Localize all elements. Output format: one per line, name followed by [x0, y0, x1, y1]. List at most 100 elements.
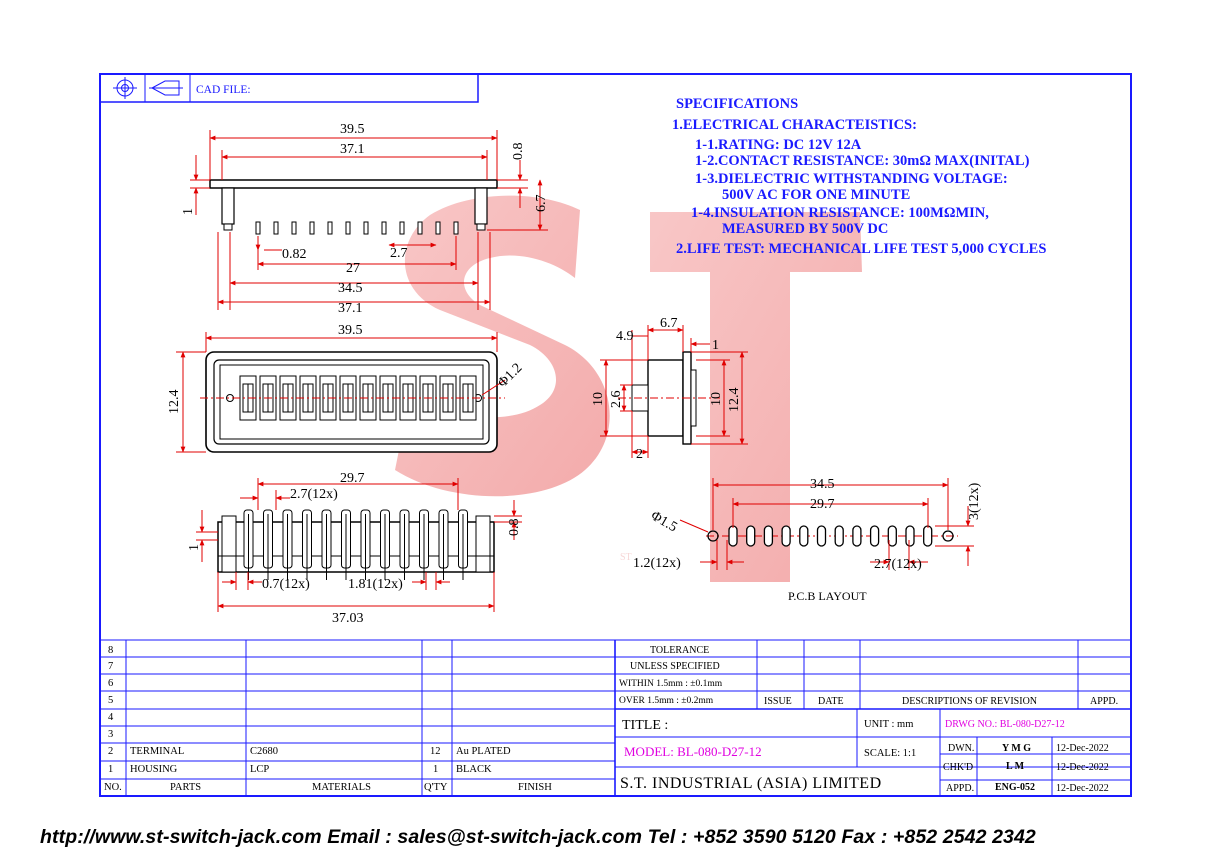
revision-text: TOLERANCE UNLESS SPECIFIED WITHIN 1.5mm … — [619, 645, 1118, 794]
dim-section-edge: 1 — [187, 544, 202, 551]
dim-pcb-post-dia: Φ1.5 — [648, 508, 680, 535]
company-name: S.T. INDUSTRIAL (ASIA) LIMITED — [620, 775, 882, 792]
pcb-slot — [799, 525, 809, 547]
dim-pcb-pin-span: 29.7 — [810, 497, 835, 512]
spec-line-8: 2.LIFE TEST: MECHANICAL LIFE TEST 5,000 … — [676, 241, 1046, 257]
unit-label: UNIT : mm — [864, 719, 913, 730]
dim-side-depth: 4.9 — [616, 329, 634, 344]
pcb-slot — [905, 525, 915, 547]
row-no-1: 1 — [108, 764, 113, 775]
spec-line-5: 500V AC FOR ONE MINUTE — [722, 187, 910, 203]
signoff-chk-name: L M — [1006, 761, 1025, 772]
signoff-dwn-date: 12-Dec-2022 — [1056, 743, 1109, 754]
pcb-slot — [816, 525, 827, 547]
dim-contact-span: 29.7 — [340, 471, 365, 486]
pin — [255, 221, 261, 235]
front-view: 39.5 12.4 Φ1.2 — [167, 323, 525, 453]
pcb-slot — [763, 525, 774, 547]
scale-label: SCALE: 1:1 — [864, 748, 916, 759]
header-parts: PARTS — [170, 782, 201, 793]
pin — [273, 221, 279, 235]
dim-side-plug: 2.6 — [609, 391, 624, 409]
pin — [291, 221, 297, 235]
pin — [381, 221, 387, 235]
row-no-8: 8 — [108, 645, 113, 656]
pin — [309, 221, 315, 235]
pcb-slot — [852, 525, 862, 547]
signoff-chk-date: 12-Dec-2022 — [1056, 762, 1109, 773]
signoff-appd-role: APPD. — [946, 783, 974, 794]
material-housing: LCP — [250, 764, 269, 775]
parts-list — [100, 639, 1131, 796]
pcb-slot — [887, 525, 897, 547]
side-view: 4.9 6.7 1 10 2.6 10 12.4 2 — [591, 316, 748, 462]
tolerance-sub: UNLESS SPECIFIED — [630, 661, 720, 672]
parts-list-text: 8 7 6 5 4 3 2 1 TERMINAL C2680 12 Au PLA… — [104, 645, 552, 793]
dim-side-flange: 1 — [712, 338, 719, 353]
dim-top-inner: 37.1 — [340, 142, 365, 157]
dim-top-height: 6.7 — [534, 195, 549, 213]
dim-top-flange: 0.8 — [511, 143, 526, 161]
dim-top-edge: 1 — [181, 208, 196, 215]
tolerance-over: OVER 1.5mm : ±0.2mm — [619, 696, 714, 706]
pin — [435, 221, 441, 235]
cad-file-label: CAD FILE: — [196, 84, 251, 96]
pcb-slot — [834, 525, 844, 547]
dim-side-total: 12.4 — [727, 388, 742, 413]
pcb-layout-label: P.C.B LAYOUT — [788, 589, 867, 603]
pin — [417, 221, 423, 235]
pcb-layout: 34.5 29.7 3(12x) Φ1.5 1.2(12x) 2.7(12x) … — [633, 477, 982, 603]
dim-pcb-pitch: 2.7(12x) — [874, 557, 922, 572]
spec-line-1: 1.ELECTRICAL CHARACTEISTICS: — [672, 117, 917, 133]
header-qty: Q'TY — [424, 782, 448, 793]
signoff-dwn-name: Y M G — [1002, 743, 1031, 754]
dim-contact-width: 0.7(12x) — [262, 577, 310, 592]
dim-side-left: 10 — [591, 392, 606, 406]
qty-housing: 1 — [433, 764, 438, 775]
rev-desc-header: DESCRIPTIONS OF REVISION — [902, 696, 1037, 707]
watermark-letters: ST — [620, 552, 632, 563]
dim-side-plug-depth: 2 — [636, 447, 643, 462]
spec-line-2: 1-1.RATING: DC 12V 12A — [695, 137, 862, 153]
pcb-slot — [746, 525, 756, 547]
dim-hole-dia: Φ1.2 — [495, 361, 525, 391]
row-no-6: 6 — [108, 678, 113, 689]
pin — [399, 221, 405, 235]
spec-line-4: 1-3.DIELECTRIC WITHSTANDING VOLTAGE: — [695, 171, 1008, 187]
drawing-number: DRWG NO.: BL-080-D27-12 — [945, 719, 1065, 730]
dim-front-width: 39.5 — [338, 323, 363, 338]
tolerance-title: TOLERANCE — [650, 645, 709, 656]
dim-pcb-slot: 3(12x) — [967, 482, 982, 520]
dim-contact-gap: 1.81(12x) — [348, 577, 403, 592]
pin — [453, 221, 459, 235]
dim-pcb-post-span: 34.5 — [810, 477, 835, 492]
spec-line-7: MEASURED BY 500V DC — [722, 221, 888, 237]
signoff-dwn-role: DWN. — [948, 743, 974, 754]
pcb-slot — [869, 525, 880, 547]
spec-title: SPECIFICATIONS — [676, 96, 798, 112]
signoff-appd-date: 12-Dec-2022 — [1056, 783, 1109, 794]
pcb-slot — [728, 525, 738, 547]
signoff-chk-role: CHK'D — [943, 762, 973, 773]
finish-terminal: Au PLATED — [456, 746, 511, 757]
specifications: SPECIFICATIONS 1.ELECTRICAL CHARACTEISTI… — [672, 96, 1046, 257]
dim-pitch: 2.7 — [390, 246, 408, 261]
contact-footer: http://www.st-switch-jack.com Email : sa… — [40, 826, 1036, 848]
pcb-slot — [923, 525, 933, 547]
header-no: NO. — [104, 782, 122, 793]
part-terminal: TERMINAL — [130, 746, 184, 757]
revision-block — [615, 640, 1131, 796]
pin — [327, 221, 333, 235]
dim-section-length: 37.03 — [332, 611, 364, 626]
pin — [363, 221, 369, 235]
top-view: 39.5 37.1 0.8 1 6.7 0.82 2.7 27 34.5 37.… — [181, 122, 549, 316]
projection-symbol-icon — [113, 77, 183, 99]
pin — [345, 221, 351, 235]
dim-body: 37.1 — [338, 301, 363, 316]
dim-pin-width: 0.82 — [282, 247, 307, 262]
model-number: MODEL: BL-080-D27-12 — [624, 744, 762, 759]
dim-post-span: 34.5 — [338, 281, 363, 296]
finish-housing: BLACK — [456, 764, 492, 775]
dim-front-height: 12.4 — [167, 390, 182, 415]
